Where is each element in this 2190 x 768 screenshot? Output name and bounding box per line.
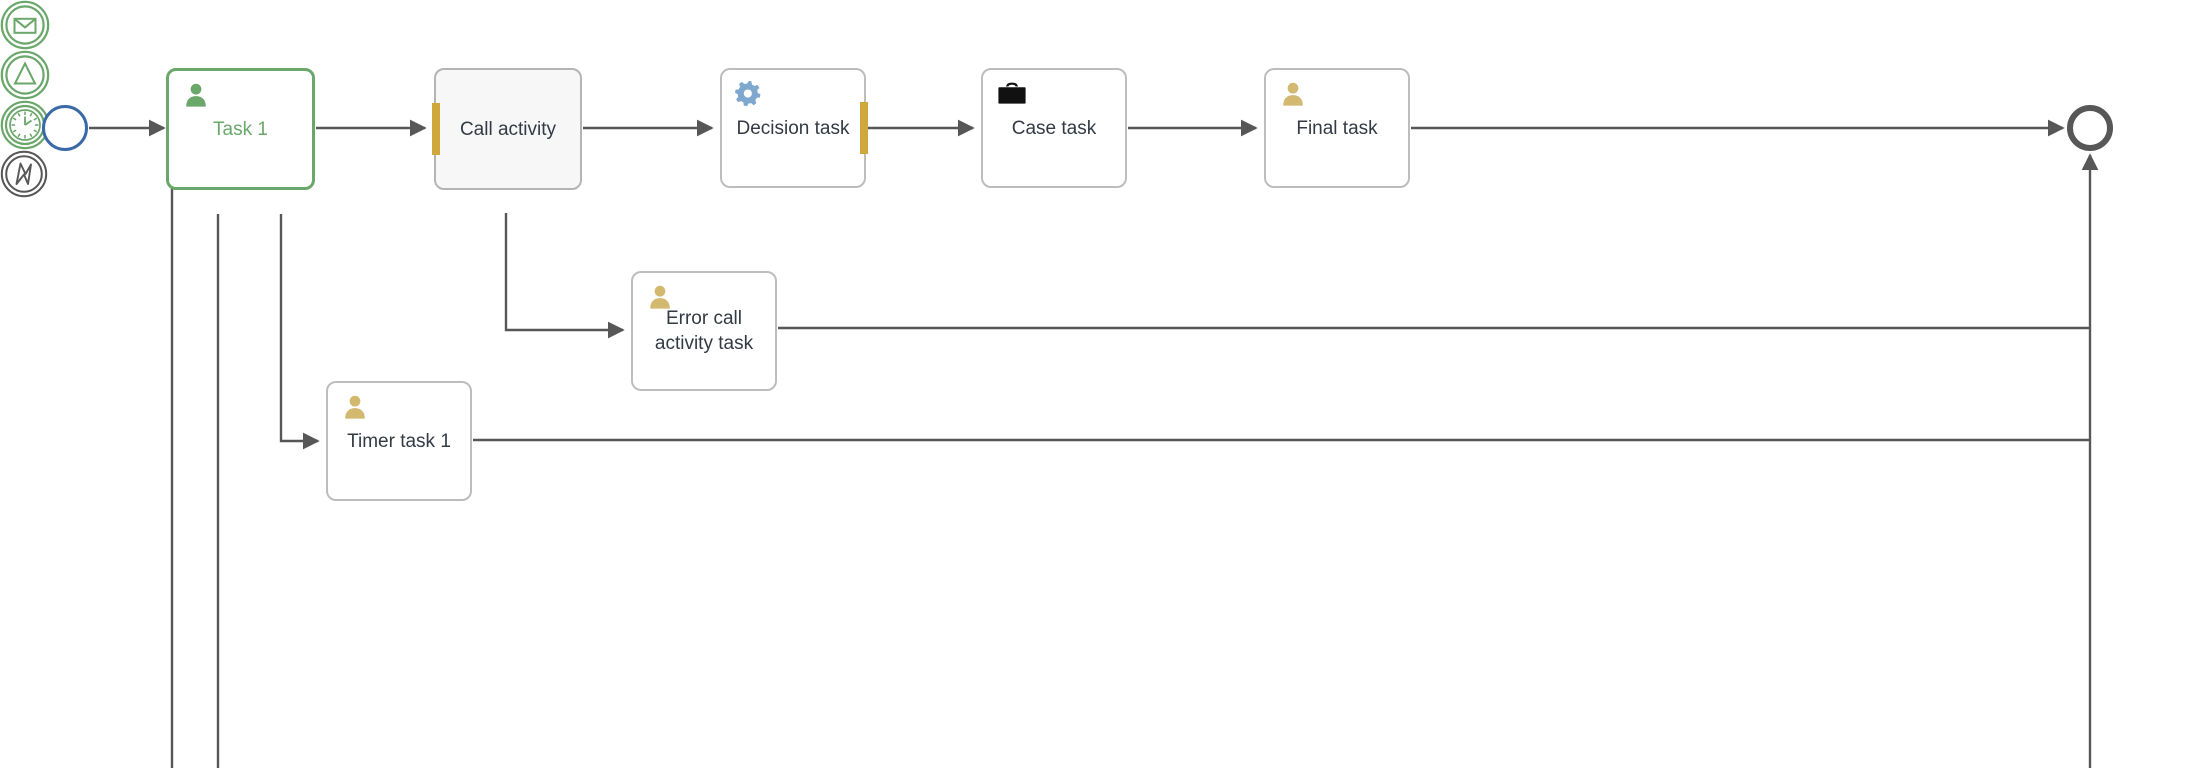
task-label: Case task [1011,117,1097,139]
timer-clock-icon [9,109,41,141]
escalation-boundary-event[interactable] [0,50,50,100]
task-node-error-call-activity-task[interactable]: Error call activity task [631,271,777,391]
end-event[interactable] [2067,105,2113,151]
task-label: Error call activity task [654,308,754,354]
task-node-decision-task[interactable]: Decision task [720,68,868,188]
task-node-call-activity[interactable]: Call activity [432,68,582,190]
error-bolt-icon [15,162,32,185]
call-activity-marker-bar [432,103,440,155]
user-task-icon [1279,80,1307,108]
task-node-timer-task-1[interactable]: Timer task 1 [326,381,472,501]
task-label: Task 1 [213,118,268,140]
briefcase-icon [996,80,1028,110]
user-task-icon [341,393,369,421]
edge-timer-boundary-to-timer-task [279,214,320,450]
decision-task-marker-bar [860,102,868,154]
message-boundary-event[interactable] [0,0,50,50]
user-task-icon [182,81,210,109]
timer-boundary-event[interactable] [0,100,50,150]
escalation-triangle-icon [13,61,37,85]
task-label: Timer task 1 [347,430,451,452]
start-event[interactable] [42,105,88,151]
task-node-task-1[interactable]: Task 1 [166,68,315,190]
message-icon [13,17,37,34]
user-task-icon [646,283,674,311]
gear-icon [735,80,763,108]
error-boundary-event[interactable] [0,150,48,198]
task-label: Final task [1296,117,1378,139]
task-label: Decision task [736,117,850,139]
task-label: Call activity [459,118,557,140]
task-node-case-task[interactable]: Case task [981,68,1127,188]
edge-error-boundary-to-error-task [504,213,625,339]
task-node-final-task[interactable]: Final task [1264,68,1410,188]
